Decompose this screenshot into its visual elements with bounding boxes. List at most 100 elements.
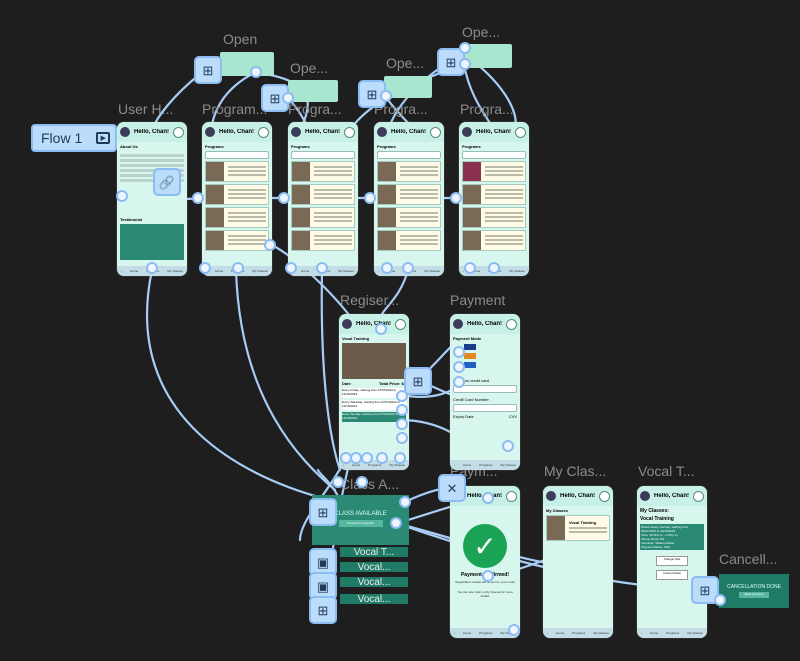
avatar-icon[interactable]	[506, 318, 517, 330]
connection-node[interactable]	[264, 239, 276, 251]
connection-node[interactable]	[116, 190, 128, 202]
connection-node[interactable]	[192, 192, 204, 204]
category-select[interactable]	[291, 151, 355, 159]
open-overlay-1[interactable]	[220, 52, 274, 76]
connection-node[interactable]	[453, 346, 465, 358]
my-classes-link[interactable]: You can also refer to My Classes for mor…	[457, 590, 513, 598]
connection-node[interactable]	[380, 90, 392, 102]
avatar-icon[interactable]	[693, 490, 704, 502]
connection-node[interactable]	[390, 517, 402, 529]
connection-node[interactable]	[316, 262, 328, 274]
cancellation-overlay[interactable]: CANCELLATION DONE Back to Home	[719, 574, 789, 608]
connection-node[interactable]	[482, 492, 494, 504]
connection-node[interactable]	[714, 594, 726, 606]
connection-node[interactable]	[285, 262, 297, 274]
swap-overlay-connector[interactable]: ⊞	[309, 498, 337, 526]
proceed-button[interactable]: Proceed to payment	[338, 520, 383, 527]
connection-node[interactable]	[332, 476, 344, 488]
connection-node[interactable]	[381, 262, 393, 274]
connection-node[interactable]	[396, 432, 408, 444]
vocal-overlay[interactable]: Vocal...	[340, 562, 408, 573]
avatar-icon[interactable]	[515, 126, 526, 138]
connection-node[interactable]	[508, 624, 520, 636]
open-overlay-3[interactable]	[384, 76, 432, 98]
avatar-icon[interactable]	[395, 318, 406, 330]
connection-node[interactable]	[278, 192, 290, 204]
program-card[interactable]	[377, 230, 441, 251]
open-overlay-connector[interactable]: ⊞	[194, 56, 222, 84]
program-card[interactable]	[291, 230, 355, 251]
vocal-overlay[interactable]: Vocal...	[340, 577, 408, 588]
program-card[interactable]	[377, 184, 441, 205]
open-overlay-connector[interactable]: ⊞	[691, 576, 719, 604]
class-card[interactable]: Vocal Training	[546, 515, 610, 541]
schedule-option[interactable]: Every Friday, starting from 07/07/2023 t…	[342, 388, 406, 398]
connection-node[interactable]	[361, 452, 373, 464]
category-select[interactable]	[205, 151, 269, 159]
connection-node[interactable]	[464, 262, 476, 274]
program-card[interactable]	[377, 207, 441, 228]
cancel-class-button[interactable]: Cancel Class	[656, 570, 688, 580]
connection-node[interactable]	[356, 476, 368, 488]
program-card[interactable]	[291, 207, 355, 228]
connection-node[interactable]	[402, 262, 414, 274]
screen-my-classes[interactable]: Hello, Chan! My Classes Vocal Training ‹…	[543, 486, 613, 638]
connection-node[interactable]	[488, 262, 500, 274]
connection-node[interactable]	[450, 192, 462, 204]
close-overlay-connector[interactable]: ✕	[438, 474, 466, 502]
avatar-icon[interactable]	[258, 126, 269, 138]
program-card[interactable]	[462, 207, 526, 228]
connection-node[interactable]	[482, 570, 494, 582]
screen-register[interactable]: Hello, Chan! Vocal Training Date Total P…	[339, 314, 409, 470]
program-card[interactable]	[462, 161, 526, 182]
connection-node[interactable]	[282, 92, 294, 104]
vocal-overlay[interactable]: Vocal T...	[340, 547, 408, 558]
connection-node[interactable]	[375, 323, 387, 335]
change-slot-button[interactable]: Change Slot	[656, 556, 688, 566]
connection-node[interactable]	[364, 192, 376, 204]
program-card[interactable]	[291, 184, 355, 205]
link-connector[interactable]: 🔗	[153, 168, 181, 196]
program-card[interactable]	[291, 161, 355, 182]
open-overlay-2[interactable]	[288, 80, 338, 102]
connection-node[interactable]	[453, 376, 465, 388]
open-overlay-connector[interactable]: ⊞	[309, 596, 337, 624]
card-icon[interactable]	[464, 353, 476, 359]
card-number-input[interactable]	[453, 404, 517, 412]
connection-node[interactable]	[459, 42, 471, 54]
program-card[interactable]	[377, 161, 441, 182]
category-select[interactable]	[462, 151, 526, 159]
connection-node[interactable]	[250, 66, 262, 78]
connection-node[interactable]	[376, 452, 388, 464]
avatar-icon[interactable]	[599, 490, 610, 502]
screen-vocal-training[interactable]: Hello, Chan! My Classes: Vocal Training …	[637, 486, 707, 638]
program-card[interactable]	[462, 184, 526, 205]
program-card[interactable]	[462, 230, 526, 251]
schedule-option[interactable]: Every Sunday, starting from 07/02/2023 t…	[342, 412, 406, 422]
back-home-button[interactable]: Back to Home	[739, 592, 769, 598]
connection-node[interactable]	[232, 262, 244, 274]
connection-node[interactable]	[396, 390, 408, 402]
avatar-icon[interactable]	[506, 490, 517, 502]
connection-node[interactable]	[396, 418, 408, 430]
connection-node[interactable]	[396, 404, 408, 416]
avatar-icon[interactable]	[430, 126, 441, 138]
avatar-icon[interactable]	[344, 126, 355, 138]
screen-user-home[interactable]: Hello, Chan! About Us Testimonial ‹HomeP…	[117, 122, 187, 276]
program-card[interactable]	[205, 207, 269, 228]
avatar-icon[interactable]	[173, 126, 184, 138]
connection-node[interactable]	[146, 262, 158, 274]
program-card[interactable]	[205, 184, 269, 205]
connection-node[interactable]	[502, 440, 514, 452]
connection-node[interactable]	[459, 58, 471, 70]
category-select[interactable]	[377, 151, 441, 159]
screen-payment-confirmed[interactable]: Hello, Chan! ✓ Payment confirmed! Regist…	[450, 486, 520, 638]
